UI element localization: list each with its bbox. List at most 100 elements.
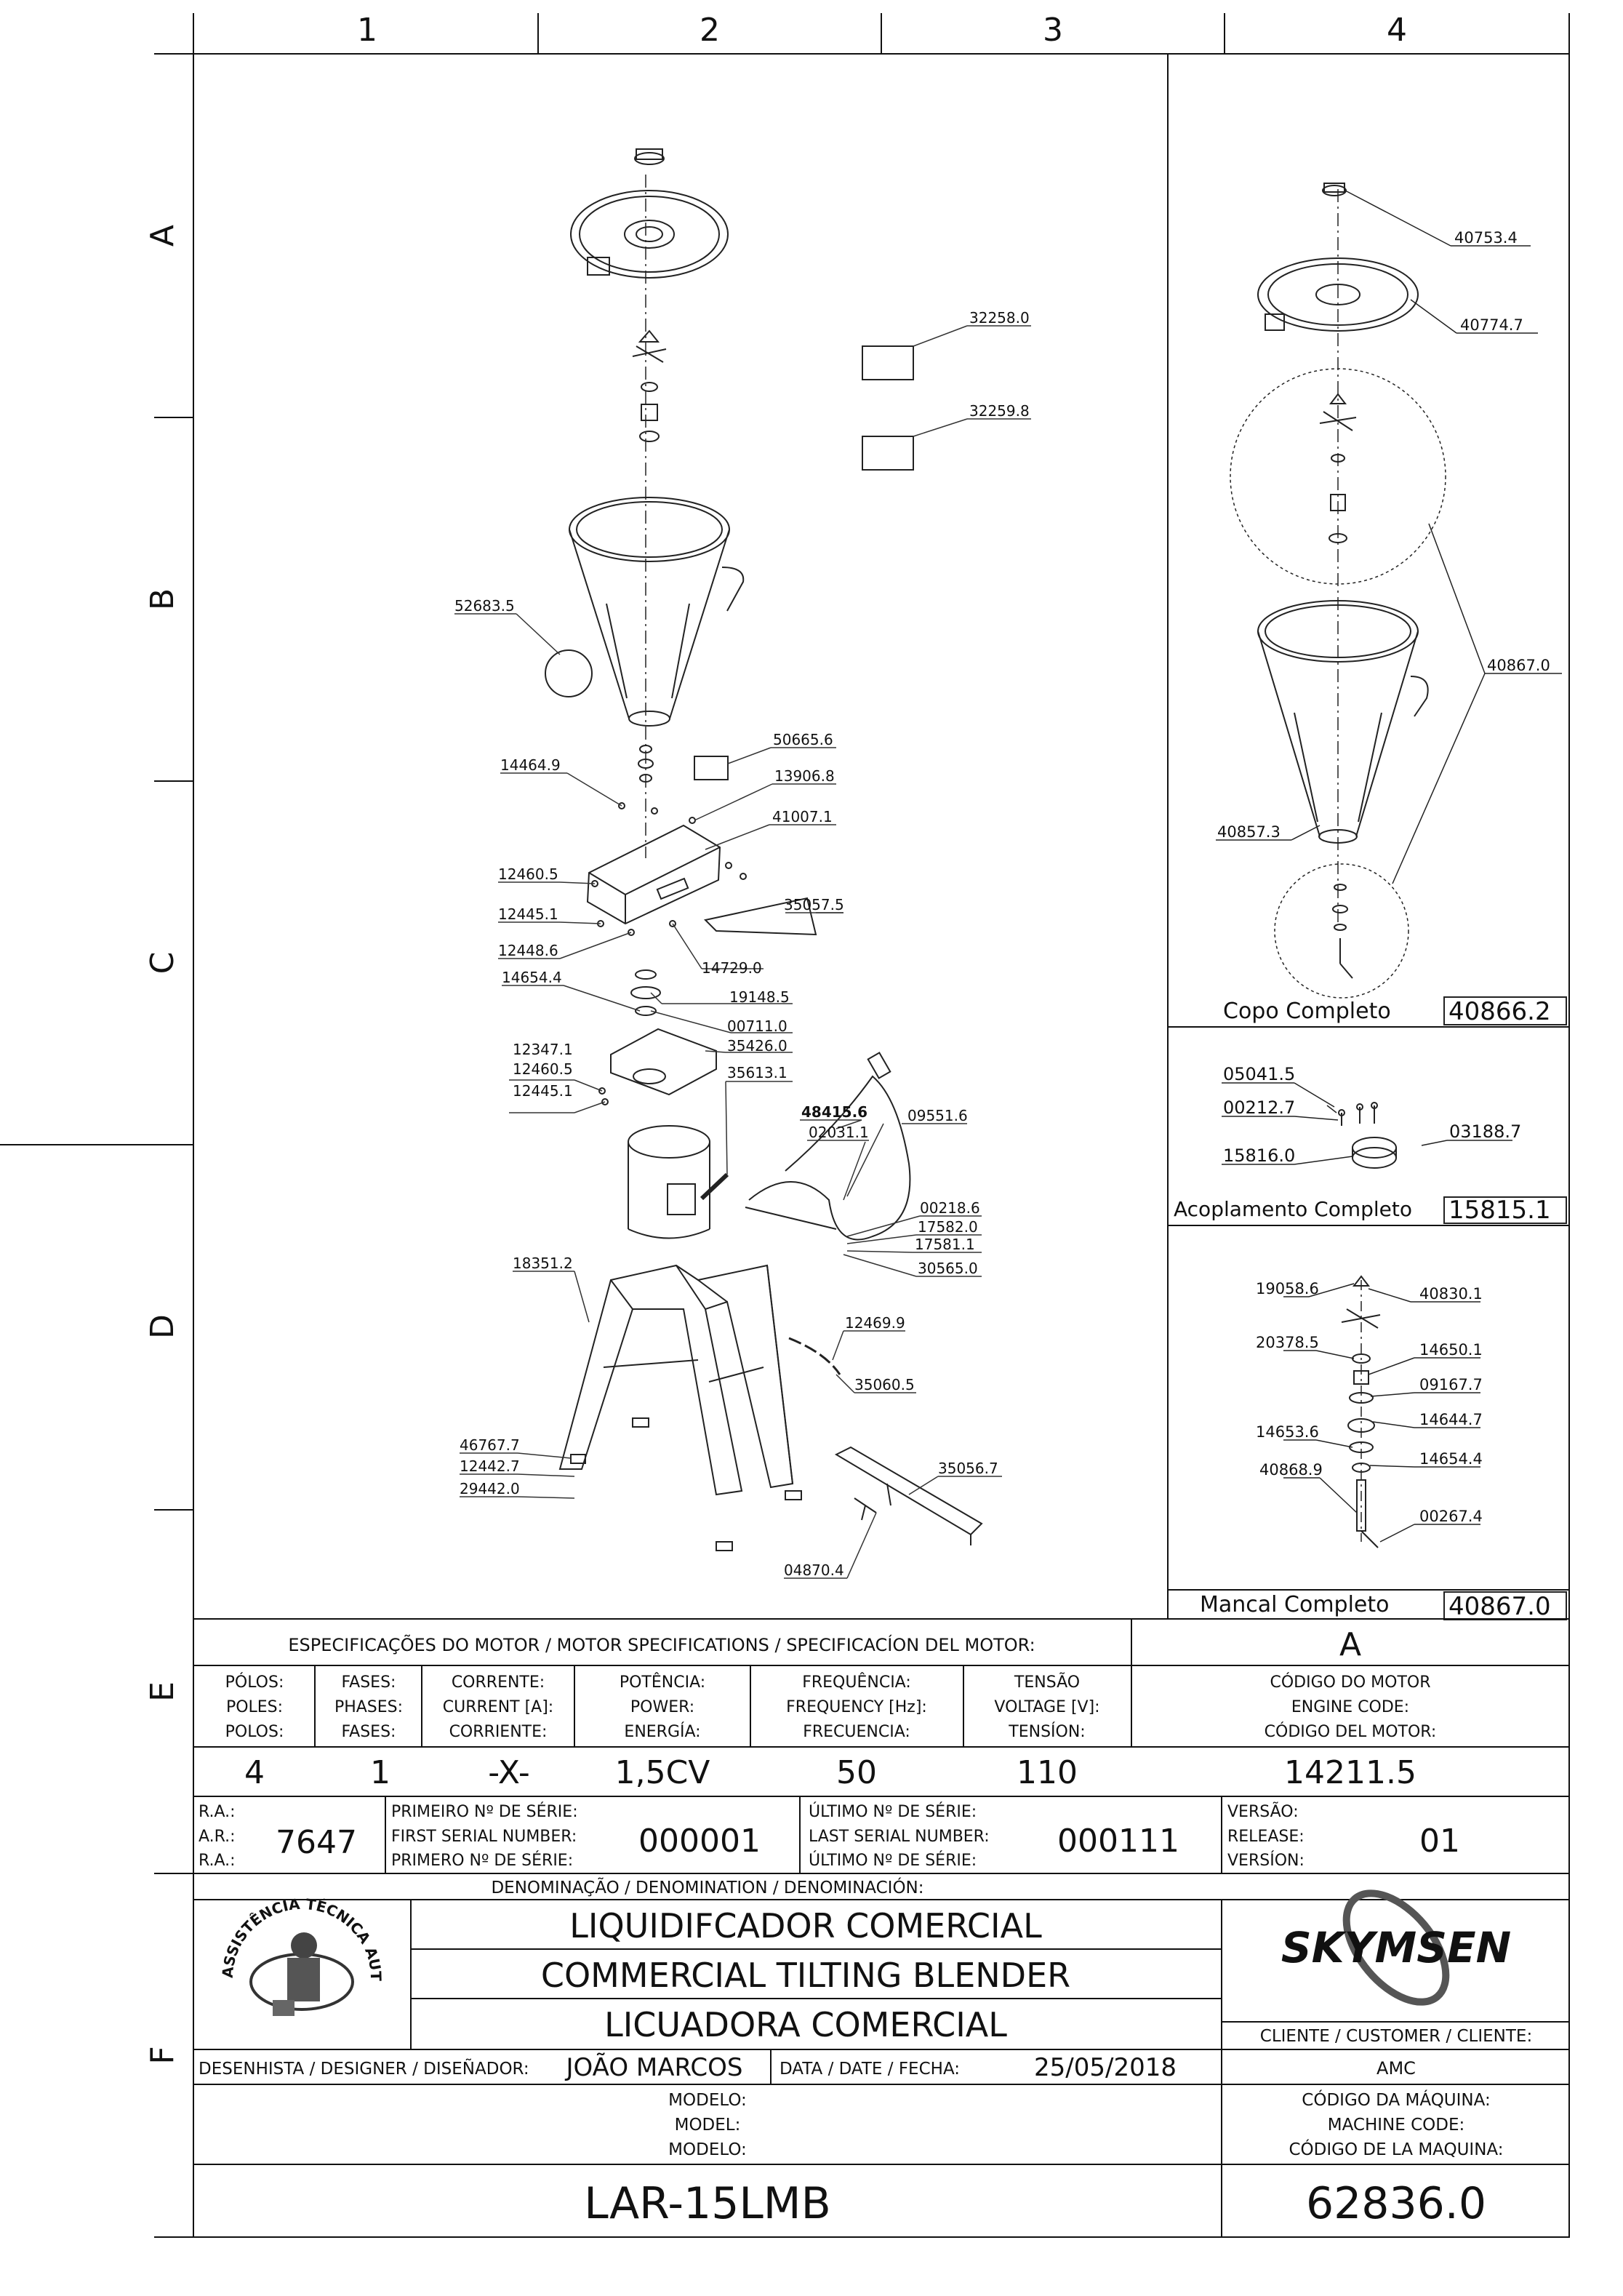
date-value: 25/05/2018 (1034, 2053, 1177, 2082)
first-serial-label: PRIMERO Nº DE SÉRIE: (391, 1851, 573, 1870)
ra-label: R.A.: (199, 1803, 236, 1821)
client-value: AMC (1376, 2058, 1416, 2079)
assembly-code: 40867.0 (1448, 1592, 1551, 1621)
row-label: B (144, 588, 181, 610)
designer-date-row: DESENHISTA / DESIGNER / DISEÑADOR: JOÃO … (199, 2053, 1177, 2082)
last-serial-label: ÚLTIMO Nº DE SÉRIE: (809, 1802, 977, 1821)
ra-label: A.R.: (199, 1828, 236, 1846)
spec-header: FREQUENCY [Hz]: (786, 1698, 927, 1716)
serial-row: R.A.: A.R.: R.A.: PRIMEIRO Nº DE SÉRIE: … (199, 1801, 1460, 1870)
part-callout: 12448.6 (498, 942, 558, 959)
part-callout: 12445.1 (513, 1082, 573, 1100)
row-label: D (144, 1314, 181, 1339)
denomination-heading: DENOMINAÇÃO / DENOMINATION / DENOMINACIÓ… (491, 1877, 923, 1897)
spec-header: POLES: (226, 1698, 283, 1716)
part-callout: 03188.7 (1449, 1121, 1521, 1142)
last-serial-label: LAST SERIAL NUMBER: (809, 1828, 990, 1846)
denomination-block: DENOMINAÇÃO / DENOMINATION / DENOMINACIÓ… (491, 1877, 1070, 2044)
spec-header: CORRIENTE: (449, 1723, 548, 1741)
spec-header: POTÊNCIA: (620, 1673, 705, 1692)
part-callout: 12460.5 (513, 1060, 573, 1078)
main-callouts: 32258.0 32259.8 52683.5 50665.6 14464.9 … (454, 309, 1030, 1579)
machine-code-label: CÓDIGO DA MÁQUINA: (1302, 2089, 1490, 2110)
model-value: LAR-15LMB (584, 2178, 830, 2229)
spec-header: CÓDIGO DO MOTOR (1270, 1673, 1430, 1692)
spec-header: PHASES: (334, 1698, 403, 1716)
part-callout: 13906.8 (774, 767, 835, 785)
part-callout: 19148.5 (729, 988, 790, 1006)
spec-value-engine-code: 14211.5 (1284, 1754, 1416, 1791)
part-callout: 40774.7 (1460, 316, 1523, 334)
column-label: 4 (1387, 12, 1407, 49)
part-callout: 29442.0 (460, 1480, 520, 1497)
denomination-line: LICUADORA COMERCIAL (604, 2005, 1007, 2044)
part-callout: 14644.7 (1419, 1411, 1483, 1428)
part-callout: 35060.5 (854, 1376, 915, 1393)
coupling-detail (1222, 1082, 1567, 1224)
part-callout: 14654.4 (502, 969, 562, 986)
motor-specification-table: ESPECIFICAÇÕES DO MOTOR / MOTOR SPECIFIC… (225, 1626, 1437, 1791)
part-callout: 19058.6 (1256, 1280, 1319, 1297)
part-callout: 35056.7 (938, 1460, 998, 1477)
ra-label: R.A.: (199, 1852, 236, 1870)
model-label: MODEL: (675, 2116, 741, 2135)
part-callout: 20378.5 (1256, 1334, 1319, 1351)
ra-value: 7647 (276, 1824, 357, 1861)
callout-leaders (454, 325, 1031, 1579)
last-serial-label: ÚLTIMO Nº DE SÉRIE: (809, 1851, 977, 1870)
part-callout: 04870.4 (784, 1561, 844, 1579)
assembly-code: 40866.2 (1448, 997, 1551, 1026)
grid-labels: 1 2 3 4 A B C D E F (144, 12, 1407, 2065)
last-serial-value: 000111 (1057, 1823, 1179, 1860)
model-field: MODELO: MODEL: MODELO: LAR-15LMB (584, 2091, 830, 2229)
cup-detail (1216, 183, 1567, 1025)
column-label: 3 (1043, 12, 1063, 49)
part-callout: 14653.6 (1256, 1423, 1319, 1441)
part-callout: 40867.0 (1487, 657, 1550, 674)
part-callout: 40753.4 (1454, 229, 1518, 247)
first-serial-label: PRIMEIRO Nº DE SÉRIE: (391, 1802, 578, 1821)
part-callout: 35426.0 (727, 1037, 788, 1055)
model-label: MODELO: (668, 2091, 747, 2110)
part-callout: 14650.1 (1419, 1341, 1483, 1359)
client-field: CLIENTE / CUSTOMER / CLIENTE: AMC (1260, 2027, 1532, 2079)
part-callout: 00267.4 (1419, 1508, 1483, 1525)
row-label: F (144, 2046, 181, 2064)
part-callout: 30565.0 (918, 1260, 978, 1277)
part-callout: 00218.6 (920, 1199, 980, 1217)
svg-text:ASSISTÊNCIA TÉCNICA AUTORIZADA: ASSISTÊNCIA TÉCNICA AUTORIZADA (0, 0, 385, 1982)
column-label: 2 (700, 12, 720, 49)
machine-code-label: MACHINE CODE: (1328, 2116, 1465, 2135)
assembly-label: Acoplamento Completo (1174, 1197, 1412, 1221)
model-label: MODELO: (668, 2140, 747, 2159)
denomination-line: COMMERCIAL TILTING BLENDER (541, 1956, 1070, 1995)
spec-header: CÓDIGO DEL MOTOR: (1265, 1722, 1437, 1741)
exploded-view (545, 148, 983, 1551)
spec-value-frequency: 50 (836, 1754, 877, 1791)
brand-name: SKYMSEN (1281, 1923, 1511, 1972)
column-label: 1 (357, 12, 377, 49)
part-callout: 18351.2 (513, 1255, 573, 1272)
spec-header: ENERGÍA: (624, 1722, 700, 1741)
machine-code-field: CÓDIGO DA MÁQUINA: MACHINE CODE: CÓDIGO … (1289, 2089, 1503, 2229)
version-label: RELEASE: (1227, 1828, 1305, 1846)
part-callout: 00711.0 (727, 1017, 788, 1035)
spec-header: PÓLOS: (225, 1673, 284, 1692)
designer-value: JOÃO MARCOS (564, 2053, 742, 2082)
first-serial-label: FIRST SERIAL NUMBER: (391, 1828, 577, 1846)
part-callout: 12469.9 (845, 1314, 905, 1332)
part-callout: 09167.7 (1419, 1376, 1483, 1393)
row-label: E (144, 1681, 181, 1702)
row-label: C (144, 952, 181, 975)
spec-header: FASES: (342, 1673, 396, 1692)
spec-header: VOLTAGE [V]: (994, 1698, 1099, 1716)
version-label: VERSÍON: (1227, 1851, 1305, 1870)
part-callout: 12445.1 (498, 905, 558, 923)
part-callout: 17581.1 (915, 1236, 975, 1253)
spec-header: CURRENT [A]: (443, 1698, 553, 1716)
spec-header: ENGINE CODE: (1291, 1698, 1409, 1716)
spec-header: POLOS: (225, 1723, 284, 1741)
part-callout: 32258.0 (969, 309, 1030, 327)
part-callout: 41007.1 (772, 808, 833, 825)
